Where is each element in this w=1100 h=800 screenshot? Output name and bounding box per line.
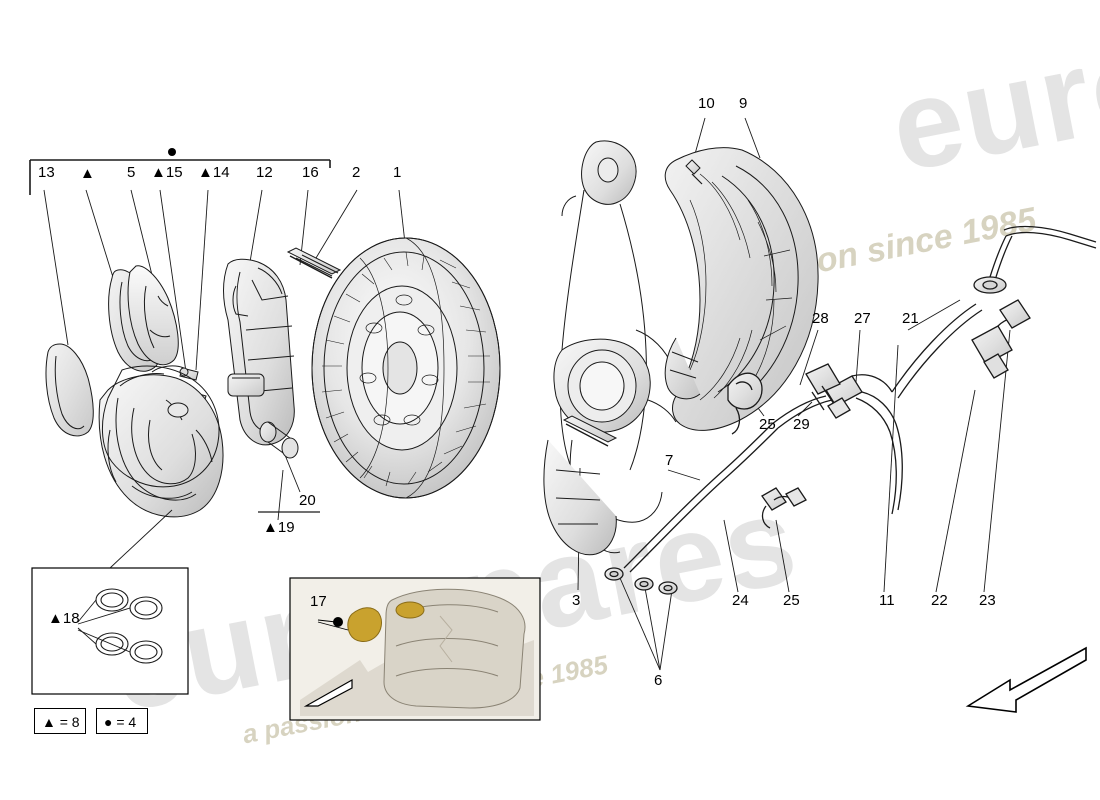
hub-carrier: [543, 140, 677, 556]
callout-6: 6: [654, 672, 663, 689]
caliper-sleeve: [259, 421, 299, 459]
callout-7: 7: [665, 452, 674, 469]
callout-13: 13: [38, 164, 55, 181]
caliper-bolt: [286, 247, 342, 279]
caliper-photo-inset: [289, 577, 541, 721]
brake-caliper: [98, 365, 224, 518]
seal-inset-box: [31, 509, 189, 695]
legend-dot-box: ● = 4: [96, 708, 148, 734]
callout-2: 2: [352, 164, 361, 181]
callout-12: 12: [256, 164, 273, 181]
callout-29: 29: [793, 416, 810, 433]
callout-15: ▲15: [151, 164, 183, 181]
dust-shield-left: [101, 365, 220, 488]
callout-14: ▲14: [198, 164, 230, 181]
brake-pad-set: [108, 265, 179, 372]
direction-arrow: [965, 646, 1087, 713]
callout-24: 24: [732, 592, 749, 609]
callout-25-upper: 25: [759, 416, 776, 433]
brake-disc: [311, 237, 501, 499]
callout-27: 27: [854, 310, 871, 327]
brake-pad-outer: [45, 343, 94, 437]
caliper-bracket: [223, 258, 295, 446]
legend-dot-label: ● = 4: [104, 714, 137, 730]
callout-19: ▲19: [263, 519, 295, 536]
callout-25-lower: 25: [783, 592, 800, 609]
callout-28: 28: [812, 310, 829, 327]
callout-23: 23: [979, 592, 996, 609]
legend-triangle-box: ▲ = 8: [34, 708, 86, 734]
callout-21: 21: [902, 310, 919, 327]
callout-11: 11: [879, 592, 895, 609]
callout-20: 20: [299, 492, 316, 509]
callout-16: 16: [302, 164, 319, 181]
callout-5: 5: [127, 164, 136, 181]
callout-17: 17: [310, 593, 327, 610]
legend-triangle-label: ▲ = 8: [42, 714, 80, 730]
brake-hose-assembly: [604, 225, 1097, 595]
hub-bolt: [562, 415, 618, 447]
callout-22: 22: [931, 592, 948, 609]
shield-screw: [685, 159, 703, 185]
splash-shield: [664, 147, 819, 431]
callout-9: 9: [739, 95, 748, 112]
callout-triangle-top: ▲: [80, 165, 95, 182]
top-bracket: [29, 159, 331, 195]
callout-3: 3: [572, 592, 581, 609]
callout-1: 1: [393, 164, 402, 181]
bracket-dot: [168, 148, 176, 156]
callout-18: ▲18: [48, 610, 80, 627]
callout-10: 10: [698, 95, 715, 112]
